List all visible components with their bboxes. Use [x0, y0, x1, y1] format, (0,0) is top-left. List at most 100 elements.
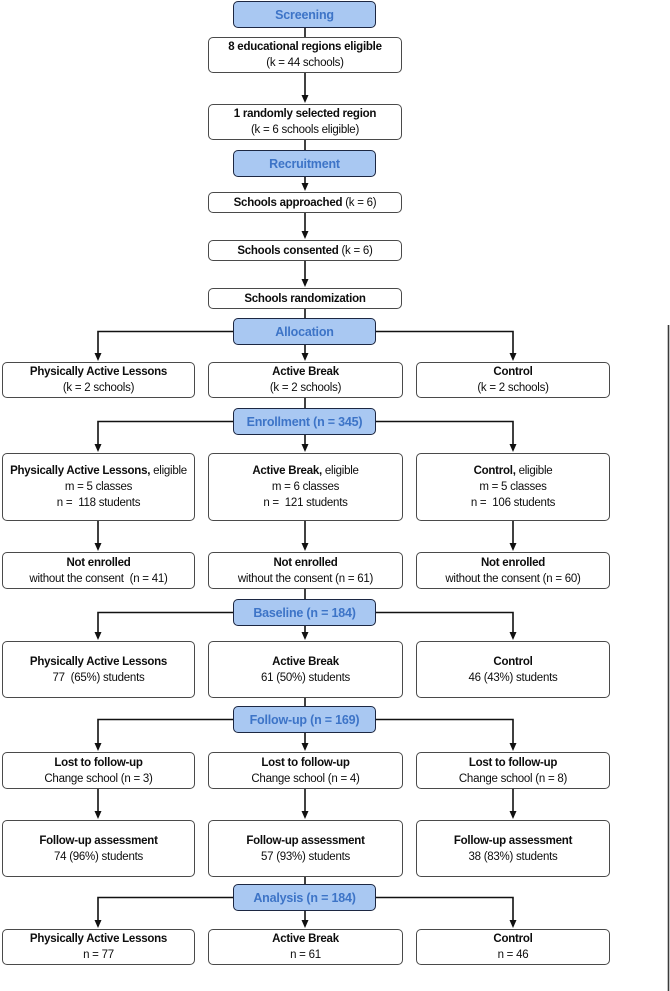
box-detail: (k = 2 schools) — [477, 382, 549, 394]
phase-label: Analysis (n = 184) — [253, 890, 356, 905]
box-detail: (k = 6) — [342, 196, 377, 209]
box-title: Follow-up assessment — [39, 834, 158, 847]
assessment-box-physically-active-lessons: Follow-up assessment 74 (96%) students — [2, 820, 195, 877]
box-students: n = 121 students — [263, 497, 348, 509]
phase-label: Follow-up (n = 169) — [249, 712, 360, 727]
eligible-box-control: Control, eligible m = 5 classes n = 106 … — [416, 453, 610, 521]
box-title-suffix: eligible — [321, 465, 359, 477]
assessment-box-active-break: Follow-up assessment 57 (93%) students — [208, 820, 403, 877]
box-schools-consented: Schools consented (k = 6) — [208, 240, 402, 261]
box-detail: without the consent (n = 41) — [29, 572, 168, 585]
box-title-suffix: eligible — [150, 465, 187, 477]
lost-box-control: Lost to follow-up Change school (n = 8) — [416, 752, 610, 789]
lost-box-physically-active-lessons: Lost to follow-up Change school (n = 3) — [2, 752, 195, 789]
box-title: Active Break — [272, 366, 339, 378]
box-title-line: Schools consented (k = 6) — [237, 243, 373, 259]
box-title-line: Physically Active Lessons, eligible — [10, 463, 187, 479]
box-detail: (k = 2 schools) — [62, 382, 135, 394]
box-detail: 38 (83%) students — [468, 850, 558, 863]
box-detail: Change school (n = 3) — [44, 772, 153, 785]
box-classes: m = 5 classes — [64, 481, 133, 493]
box-detail: (k = 44 schools) — [266, 57, 344, 69]
phase-baseline: Baseline (n = 184) — [233, 599, 376, 626]
box-title: Active Break, — [252, 465, 322, 477]
box-detail: (k = 6) — [338, 244, 373, 257]
box-detail: 77 (65%) students — [52, 671, 145, 684]
phase-screening: Screening — [233, 1, 376, 28]
box-title: Control, — [473, 465, 516, 477]
lost-box-active-break: Lost to follow-up Change school (n = 4) — [208, 752, 403, 789]
box-detail: Change school (n = 8) — [458, 772, 568, 785]
box-title: Not enrolled — [66, 556, 131, 569]
assessment-box-control: Follow-up assessment 38 (83%) students — [416, 820, 610, 877]
box-classes: m = 6 classes — [271, 481, 340, 493]
baseline-box-active-break: Active Break 61 (50%) students — [208, 641, 403, 698]
phase-label: Screening — [275, 7, 334, 22]
eligible-box-active-break: Active Break, eligible m = 6 classes n =… — [208, 453, 403, 521]
phase-followup: Follow-up (n = 169) — [233, 706, 376, 733]
box-detail: n = 77 — [83, 949, 114, 961]
eligible-box-physically-active-lessons: Physically Active Lessons, eligible m = … — [2, 453, 195, 521]
box-title: 1 randomly selected region — [233, 108, 377, 120]
phase-analysis: Analysis (n = 184) — [233, 884, 376, 911]
box-title: Physically Active Lessons — [29, 366, 168, 378]
allocation-box-physically-active-lessons: Physically Active Lessons (k = 2 schools… — [2, 362, 195, 398]
box-detail: without the consent (n = 61) — [237, 572, 374, 585]
box-title: Control — [493, 933, 533, 945]
box-detail: 61 (50%) students — [260, 671, 351, 684]
box-title: Physically Active Lessons — [29, 933, 168, 945]
box-title: Follow-up assessment — [246, 834, 365, 847]
box-title: Not enrolled — [480, 556, 546, 569]
box-title: Lost to follow-up — [261, 756, 350, 769]
box-students: n = 118 students — [56, 497, 141, 509]
allocation-box-control: Control (k = 2 schools) — [416, 362, 610, 398]
box-title: Schools approached — [233, 196, 343, 209]
box-students: n = 106 students — [470, 497, 556, 509]
box-title: Physically Active Lessons — [29, 655, 168, 668]
box-schools-approached: Schools approached (k = 6) — [208, 192, 402, 213]
baseline-box-physically-active-lessons: Physically Active Lessons 77 (65%) stude… — [2, 641, 195, 698]
box-title: Active Break — [272, 655, 339, 668]
box-detail: Change school (n = 4) — [251, 772, 360, 785]
box-title: Active Break — [272, 933, 339, 945]
box-detail: n = 61 — [290, 949, 321, 961]
box-title: Schools randomization — [244, 292, 366, 305]
box-title-line: Control, eligible — [474, 463, 553, 479]
phase-recruitment: Recruitment — [233, 150, 376, 177]
box-schools-randomization: Schools randomization — [208, 288, 402, 309]
analysis-box-active-break: Active Break n = 61 — [208, 929, 403, 965]
box-detail: 74 (96%) students — [53, 850, 144, 863]
phase-enrollment: Enrollment (n = 345) — [233, 408, 376, 435]
box-title: Schools consented — [237, 244, 339, 257]
phase-allocation: Allocation — [233, 318, 376, 345]
allocation-box-active-break: Active Break (k = 2 schools) — [208, 362, 403, 398]
not-enrolled-box-control: Not enrolled without the consent (n = 60… — [416, 552, 610, 589]
box-regions-eligible: 8 educational regions eligible (k = 44 s… — [208, 37, 402, 73]
box-selected-region: 1 randomly selected region (k = 6 school… — [208, 104, 402, 140]
box-title: Lost to follow-up — [54, 756, 143, 769]
box-title-line: Schools approached (k = 6) — [234, 195, 377, 211]
not-enrolled-box-active-break: Not enrolled without the consent (n = 61… — [208, 552, 403, 589]
analysis-box-control: Control n = 46 — [416, 929, 610, 965]
box-classes: m = 5 classes — [479, 481, 547, 493]
box-detail: without the consent (n = 60) — [445, 572, 581, 585]
box-title: Follow-up assessment — [453, 834, 573, 847]
box-detail: 57 (93%) students — [260, 850, 351, 863]
phase-label: Enrollment (n = 345) — [246, 414, 363, 429]
box-title: Not enrolled — [273, 556, 338, 569]
box-detail: (k = 2 schools) — [269, 382, 342, 394]
baseline-box-control: Control 46 (43%) students — [416, 641, 610, 698]
box-title: Physically Active Lessons, — [10, 465, 151, 477]
box-detail: n = 46 — [497, 949, 529, 961]
box-detail: 46 (43%) students — [468, 671, 558, 684]
box-title-line: Active Break, eligible — [252, 463, 359, 479]
analysis-box-physically-active-lessons: Physically Active Lessons n = 77 — [2, 929, 195, 965]
phase-label: Baseline (n = 184) — [253, 605, 356, 620]
box-title: Control — [493, 655, 533, 668]
not-enrolled-box-physically-active-lessons: Not enrolled without the consent (n = 41… — [2, 552, 195, 589]
phase-label: Recruitment — [269, 156, 340, 171]
box-title: 8 educational regions eligible — [228, 41, 382, 53]
box-title-suffix: eligible — [515, 465, 553, 477]
phase-label: Allocation — [275, 324, 334, 339]
